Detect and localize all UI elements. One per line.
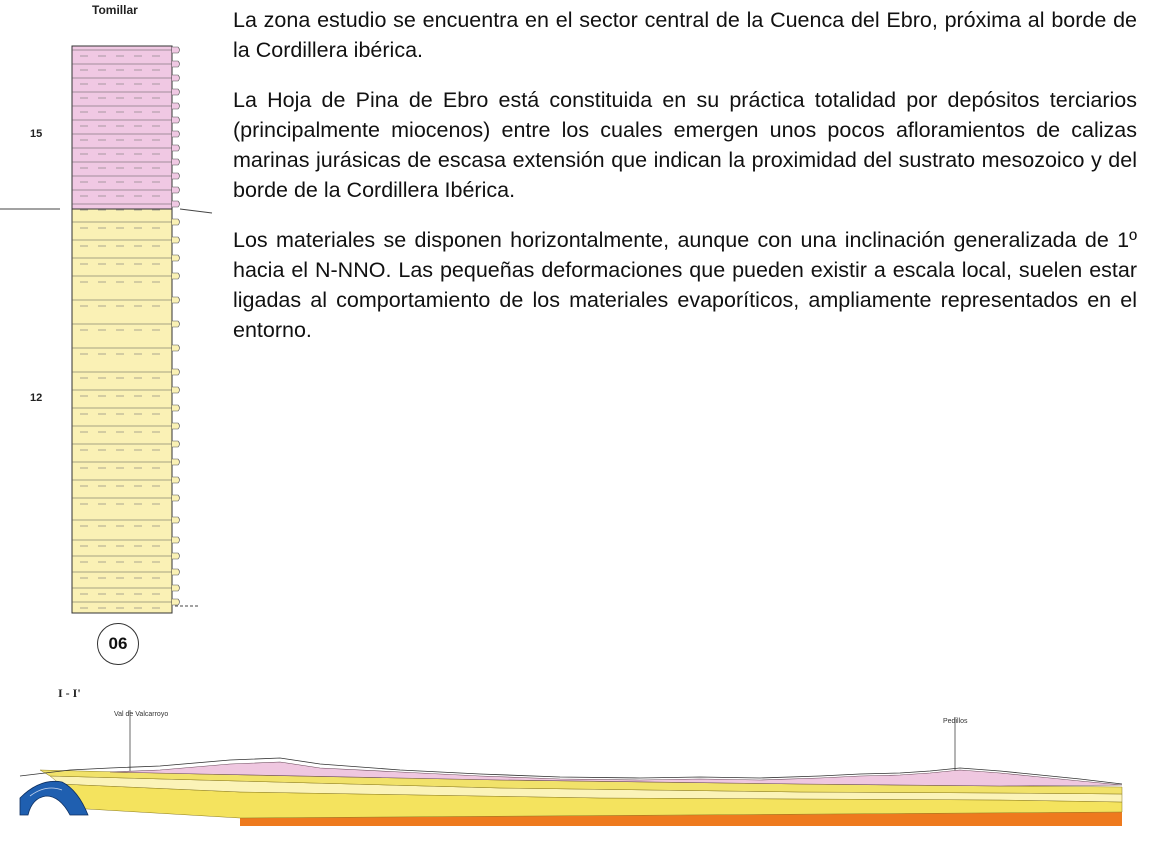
place-label-left: Val de Valcarroyo [114, 711, 169, 718]
bed-relief [172, 458, 180, 466]
sheet-number-badge: 06 [97, 623, 139, 665]
geologic-cross-section [19, 710, 1123, 826]
bed-relief [172, 130, 180, 138]
column-drawing [0, 45, 213, 614]
bed-relief [172, 144, 180, 152]
bed-relief [172, 552, 180, 560]
bed-relief [172, 158, 180, 166]
bed-relief [172, 584, 180, 592]
bed-relief [172, 476, 180, 484]
bed-relief [172, 236, 180, 244]
paragraph-structure: Los materiales se disponen horizontalmen… [233, 228, 1137, 342]
bed-relief [172, 172, 180, 180]
upper-unit-fill [71, 45, 173, 210]
unit-number-lower: 12 [30, 392, 43, 404]
jurassic-limestone [19, 780, 89, 816]
bed-relief [172, 186, 180, 194]
paragraph-geology: La Hoja de Pina de Ebro está constituida… [233, 88, 1137, 202]
bed-relief [172, 568, 180, 576]
column-title: Tomillar [92, 3, 138, 17]
orange-layer [240, 812, 1122, 826]
bed-relief [172, 320, 180, 328]
bed-relief [172, 386, 180, 394]
unit-number-upper: 15 [30, 128, 43, 140]
bed-relief [172, 200, 180, 208]
bed-relief [172, 344, 180, 352]
bed-relief [172, 296, 180, 304]
description-text: La zona estudio se encuentra en el secto… [233, 5, 1137, 365]
bed-relief [172, 440, 180, 448]
bed-relief [172, 368, 180, 376]
cross-section-label: I - I' [58, 686, 81, 700]
bed-relief [172, 102, 180, 110]
bed-relief [172, 536, 180, 544]
topographic-surface [19, 757, 1123, 785]
column-layer-lines [72, 46, 180, 609]
bed-relief [172, 272, 180, 280]
bed-relief [172, 46, 180, 54]
bed-relief [172, 88, 180, 96]
lower-unit-fill [71, 208, 173, 614]
paragraph-location: La zona estudio se encuentra en el secto… [233, 8, 1137, 62]
bed-relief [172, 60, 180, 68]
stratigraphic-column: Tomillar 15 12 06 [0, 0, 215, 690]
bed-relief [172, 422, 180, 430]
bed-relief [172, 598, 180, 606]
pink-layer [109, 761, 1123, 787]
bed-relief [172, 218, 180, 226]
bed-relief [172, 404, 180, 412]
bed-relief [172, 516, 180, 524]
bed-relief [172, 116, 180, 124]
bed-relief [172, 494, 180, 502]
bed-relief [172, 74, 180, 82]
bed-relief [172, 254, 180, 262]
